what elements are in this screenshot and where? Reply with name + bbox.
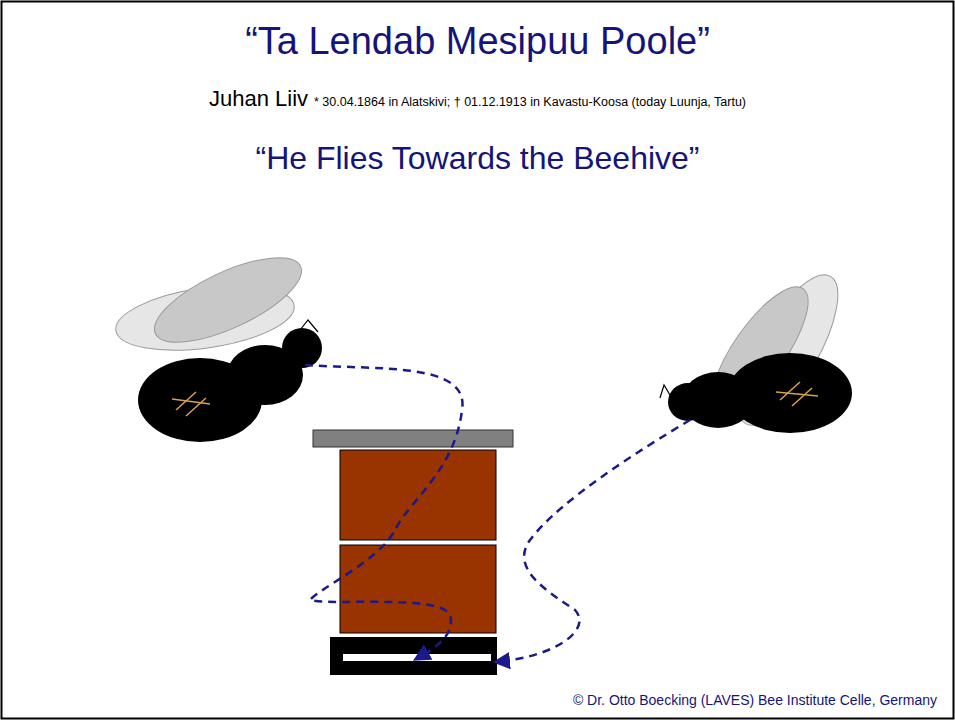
- beehive: [313, 430, 513, 675]
- left-bee: [112, 241, 322, 442]
- copyright-note: © Dr. Otto Boecking (LAVES) Bee Institut…: [573, 692, 937, 708]
- author-name: Juhan Liiv: [209, 86, 308, 112]
- flight-path: [496, 420, 690, 662]
- author-line: Juhan Liiv * 30.04.1864 in Alatskivi; † 0…: [209, 86, 746, 112]
- flight-path: [305, 365, 462, 659]
- right-bee: [660, 261, 856, 438]
- slide-title: “Ta Lendab Mesipuu Poole”: [245, 20, 710, 63]
- slide-subtitle: “He Flies Towards the Beehive”: [255, 140, 699, 177]
- author-dates: * 30.04.1864 in Alatskivi; † 01.12.1913 …: [314, 95, 746, 109]
